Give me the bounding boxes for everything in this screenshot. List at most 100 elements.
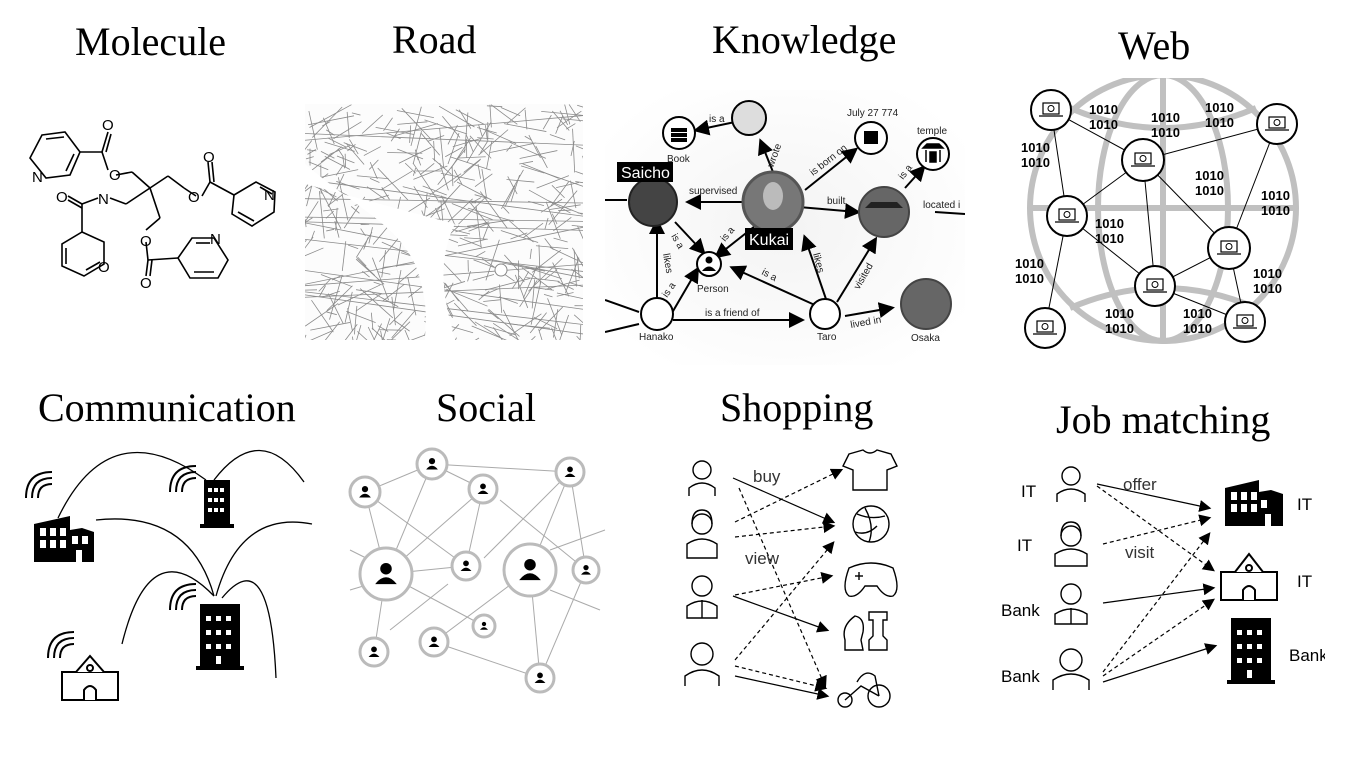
- road-segment: [464, 237, 488, 240]
- title-communication: Communication: [38, 385, 296, 430]
- laptop-node: [1024, 307, 1066, 349]
- road-segment: [373, 323, 382, 340]
- offer-label: offer: [1123, 475, 1157, 494]
- road-segment: [570, 180, 577, 209]
- laptop-node: [1256, 103, 1298, 145]
- road-segment: [477, 127, 497, 134]
- road-segment: [420, 132, 440, 156]
- road-segment: [551, 185, 565, 199]
- road-segment: [480, 140, 489, 154]
- user-icon: [428, 458, 436, 465]
- person-icon: [686, 509, 718, 559]
- user-node: [471, 613, 497, 639]
- road-segment: [310, 330, 332, 340]
- road-segment: [346, 310, 376, 324]
- road-segment: [579, 324, 582, 340]
- road-segment: [380, 330, 383, 340]
- road-segment: [442, 262, 462, 282]
- atom-label: O: [203, 149, 215, 166]
- node-label: Hanako: [639, 332, 674, 343]
- road-segment: [502, 262, 546, 272]
- road-segment: [510, 174, 520, 202]
- road-segment: [413, 165, 448, 180]
- road-segment: [499, 284, 503, 313]
- road-segment: [453, 302, 477, 326]
- road-segment: [503, 123, 547, 132]
- road-segment: [466, 121, 492, 164]
- road-segment: [309, 104, 352, 128]
- road-segment: [347, 143, 356, 152]
- road-segment: [575, 181, 583, 184]
- edge-label: built: [827, 196, 846, 207]
- road-segment: [483, 299, 502, 302]
- road-segment: [305, 247, 324, 257]
- road-segment: [506, 144, 513, 152]
- document-image: [731, 100, 767, 136]
- binary-label: 1010: [1205, 115, 1234, 130]
- road-segment: [535, 245, 569, 250]
- road-segment: [346, 111, 350, 138]
- road-segment: [397, 148, 424, 160]
- road-segment: [329, 145, 351, 155]
- bank-building-icon: [1227, 618, 1275, 684]
- road-segment: [312, 106, 343, 138]
- road-segment: [355, 232, 373, 258]
- buy-label: buy: [753, 467, 781, 486]
- atom-label: O: [109, 167, 121, 184]
- factory-icon: [1225, 480, 1283, 526]
- tower-building-icon: [196, 604, 244, 670]
- road-segment: [544, 238, 554, 250]
- laptop-icon: [1146, 278, 1164, 291]
- road-segment: [474, 321, 503, 340]
- road-segment: [528, 134, 541, 159]
- road-segment: [438, 105, 475, 128]
- road-segment: [482, 222, 490, 240]
- communication-network: [25, 449, 313, 701]
- road-segment: [446, 288, 488, 307]
- title-web: Web: [1118, 23, 1191, 68]
- road-segment: [562, 118, 583, 122]
- road-segment: [520, 165, 545, 174]
- title-social: Social: [436, 385, 536, 430]
- road-segment: [468, 200, 494, 232]
- road-segment: [529, 248, 532, 260]
- road-segment: [577, 104, 583, 108]
- road-segment: [547, 200, 583, 215]
- seeker-label: IT: [1021, 482, 1036, 501]
- road-segment: [522, 222, 544, 239]
- binary-label: 1010: [1151, 125, 1180, 140]
- road-segment: [493, 327, 503, 340]
- road-segment: [577, 226, 583, 240]
- node-label: July 27 774: [847, 108, 899, 119]
- road-segment: [543, 171, 583, 187]
- road-segment: [437, 148, 466, 186]
- road-segment: [509, 313, 542, 337]
- road-segment: [478, 124, 483, 137]
- road-segment: [327, 194, 344, 207]
- road-segment: [381, 241, 416, 258]
- shopping-graph: buy view: [684, 449, 898, 708]
- road-segment: [318, 278, 331, 292]
- road-segment: [319, 285, 326, 297]
- binary-label: 1010: [1021, 155, 1050, 170]
- user-node: [358, 636, 390, 668]
- road-segment: [306, 185, 313, 207]
- road-segment: [324, 141, 355, 152]
- road-segment: [483, 128, 517, 144]
- road-segment: [381, 170, 413, 190]
- road-segment: [427, 135, 445, 142]
- road-segment: [544, 279, 580, 290]
- title-road: Road: [392, 17, 477, 62]
- school-icon: [1220, 552, 1278, 601]
- road-segment: [543, 293, 553, 298]
- road-segment: [483, 325, 516, 336]
- seeker-label: IT: [1017, 536, 1032, 555]
- road-segment: [475, 250, 486, 258]
- binary-label: 1010: [1089, 117, 1118, 132]
- atom-label: N: [210, 231, 221, 248]
- hanako-icon: [640, 297, 674, 331]
- road-segment: [506, 107, 526, 125]
- road-segment: [432, 157, 452, 175]
- road-segment: [401, 108, 432, 140]
- user-icon: [481, 621, 487, 627]
